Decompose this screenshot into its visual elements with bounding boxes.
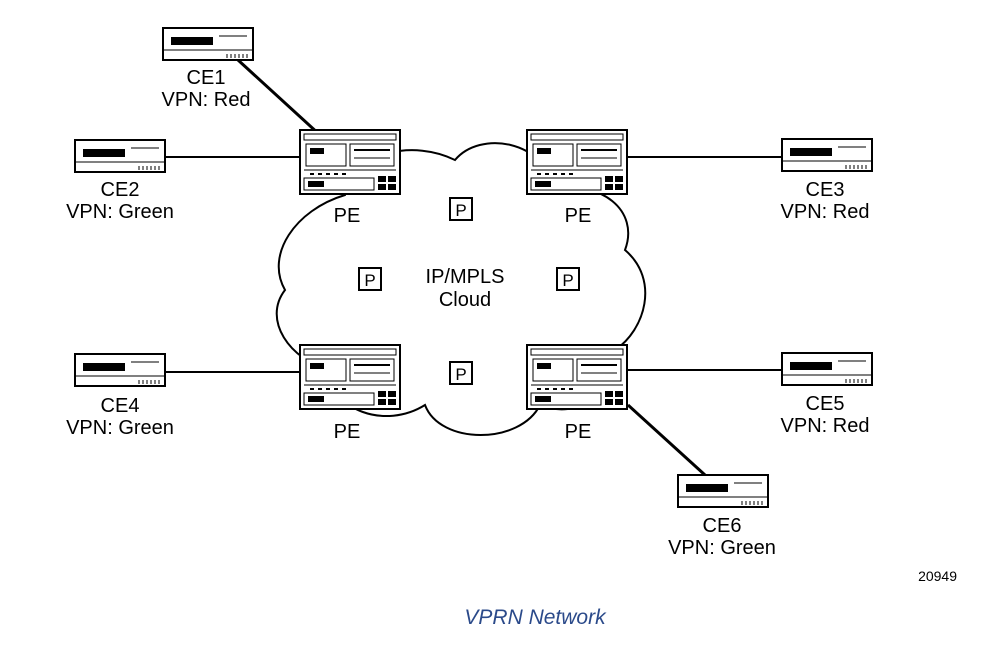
- p-label: P: [455, 201, 466, 220]
- ce3-device-icon: [781, 138, 873, 172]
- ce1-vpn: VPN: Red: [162, 89, 251, 111]
- ce2-vpn: VPN: Green: [66, 201, 174, 223]
- ce3-vpn: VPN: Red: [781, 201, 870, 223]
- link-ce6-pe: [626, 403, 707, 477]
- cloud-label-line2: Cloud: [439, 289, 491, 311]
- ce6-device-icon: [677, 474, 769, 508]
- ce5-device-icon: [781, 352, 873, 386]
- ce5-vpn: VPN: Red: [781, 415, 870, 437]
- ce6-name: CE6: [703, 515, 742, 537]
- ce4-vpn: VPN: Green: [66, 417, 174, 439]
- ce5-name: CE5: [806, 393, 845, 415]
- pe-label: PE: [334, 421, 361, 443]
- ce2-device-icon: [74, 139, 166, 173]
- link-ce1-pe: [236, 58, 322, 137]
- ce1-name: CE1: [187, 67, 226, 89]
- ce6-vpn: VPN: Green: [668, 537, 776, 559]
- ce3-name: CE3: [806, 179, 845, 201]
- p-label: P: [455, 365, 466, 384]
- pe-router-icon: [299, 129, 401, 195]
- pe-router-icon: [526, 129, 628, 195]
- pe-router-icon: [299, 344, 401, 410]
- cloud-label-line1: IP/MPLS: [426, 266, 505, 288]
- pe-router-icon: [526, 344, 628, 410]
- figure-number: 20949: [918, 568, 957, 584]
- ce4-name: CE4: [101, 395, 140, 417]
- ce2-name: CE2: [101, 179, 140, 201]
- figure-caption: VPRN Network: [464, 606, 607, 629]
- ce1-device-icon: [162, 27, 254, 61]
- p-label: P: [364, 271, 375, 290]
- pe-label: PE: [565, 421, 592, 443]
- p-label: P: [562, 271, 573, 290]
- pe-label: PE: [565, 205, 592, 227]
- ce4-device-icon: [74, 353, 166, 387]
- pe-label: PE: [334, 205, 361, 227]
